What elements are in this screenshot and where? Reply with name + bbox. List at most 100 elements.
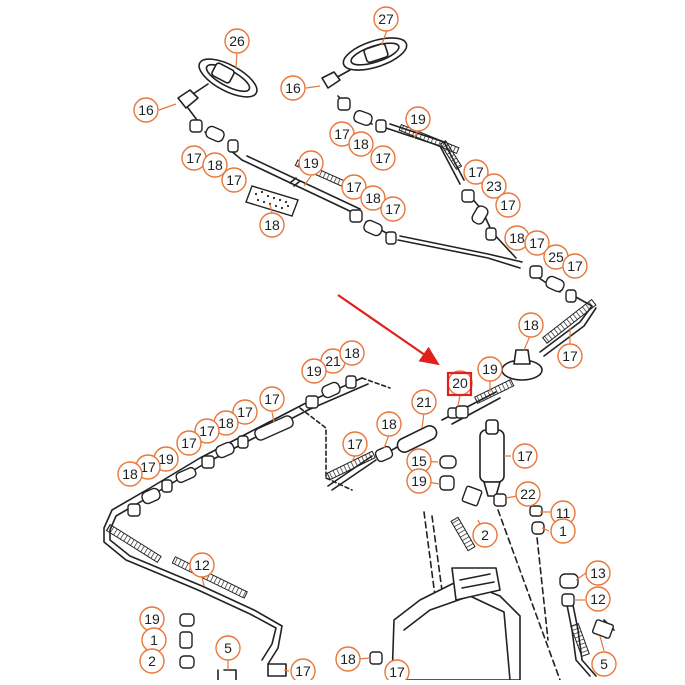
- callout-circle: [405, 106, 431, 132]
- callout-23: 23: [481, 173, 507, 199]
- callout-18: 18: [339, 340, 365, 366]
- callout-label: 19: [303, 155, 319, 171]
- callout-label: 17: [186, 150, 202, 166]
- callout-17: 17: [342, 431, 368, 457]
- callout-17: 17: [562, 253, 588, 279]
- callout-18: 18: [518, 312, 544, 338]
- callout-18: 18: [376, 411, 402, 437]
- callout-label: 17: [529, 235, 545, 251]
- callout-circle: [411, 389, 437, 415]
- callout-label: 23: [486, 178, 502, 194]
- callout-label: 2: [481, 527, 489, 543]
- callout-label: 19: [306, 363, 322, 379]
- callout-label: 17: [334, 126, 350, 142]
- callout-16: 16: [280, 75, 306, 101]
- callout-circle: [562, 253, 588, 279]
- callout-label: 17: [346, 179, 362, 195]
- callout-circle: [341, 174, 367, 200]
- callout-17: 17: [194, 418, 220, 444]
- callout-label: 22: [520, 486, 536, 502]
- washer-pump: [479, 419, 505, 497]
- callout-label: 17: [468, 164, 484, 180]
- callout-circle: [348, 131, 374, 157]
- callout-label: 1: [559, 523, 567, 539]
- callout-circle: [518, 312, 544, 338]
- washer-reservoir: [391, 567, 521, 681]
- callout-17: 17: [384, 659, 410, 685]
- callout-18: 18: [360, 185, 386, 211]
- callout-5: 5: [591, 651, 617, 677]
- callout-label: 19: [158, 451, 174, 467]
- callout-20: 20: [447, 370, 473, 396]
- callout-label: 17: [385, 201, 401, 217]
- callout-label: 18: [344, 345, 360, 361]
- callout-circle: [335, 646, 361, 672]
- callout-circle: [259, 386, 285, 412]
- callout-circle: [585, 560, 611, 586]
- callout-17: 17: [380, 196, 406, 222]
- callout-circle: [232, 399, 258, 425]
- callout-2: 2: [472, 522, 498, 548]
- callout-27: 27: [373, 6, 399, 32]
- callout-circle: [406, 468, 432, 494]
- callout-17: 17: [176, 430, 202, 456]
- callout-circle: [380, 196, 406, 222]
- washer-nozzle-right: [331, 37, 408, 81]
- highlight-box: [446, 371, 473, 397]
- callout-label: 17: [517, 448, 533, 464]
- callout-label: 18: [207, 157, 223, 173]
- callout-label: 21: [416, 394, 432, 410]
- callout-1: 1: [550, 518, 576, 544]
- callout-label: 12: [590, 591, 606, 607]
- callout-1: 1: [141, 627, 167, 653]
- callout-label: 19: [410, 111, 426, 127]
- callout-circle: [495, 192, 521, 218]
- callout-16: 16: [133, 97, 159, 123]
- callout-circle: [194, 418, 220, 444]
- callout-circle: [301, 358, 327, 384]
- callout-5: 5: [215, 635, 241, 661]
- leader-lines: [158, 29, 605, 672]
- clamps-and-sleeves: [127, 97, 614, 669]
- callout-label: 17: [237, 404, 253, 420]
- callout-17: 17: [221, 167, 247, 193]
- callout-label: 11: [556, 505, 571, 521]
- callout-label: 17: [140, 459, 156, 475]
- callout-circle: [342, 431, 368, 457]
- callout-circle: [280, 75, 306, 101]
- callout-label: 17: [347, 436, 363, 452]
- callout-label: 21: [325, 353, 341, 369]
- callout-label: 18: [264, 217, 280, 233]
- callout-26: 26: [224, 28, 250, 54]
- callout-18: 18: [117, 461, 143, 487]
- callout-circle: [259, 212, 285, 238]
- callout-circle: [591, 651, 617, 677]
- callout-17: 17: [259, 386, 285, 412]
- callout-label: 18: [122, 466, 138, 482]
- callout-19: 19: [406, 468, 432, 494]
- callout-label: 17: [264, 391, 280, 407]
- callout-label: 18: [381, 416, 397, 432]
- callout-18: 18: [335, 646, 361, 672]
- washer-nozzle-left: [189, 58, 258, 98]
- callout-circle: [550, 518, 576, 544]
- callout-circle: [298, 150, 324, 176]
- callout-circle: [176, 430, 202, 456]
- callout-circle: [472, 522, 498, 548]
- check-valve: [501, 349, 543, 381]
- callout-circle: [224, 28, 250, 54]
- callout-17: 17: [495, 192, 521, 218]
- callout-circle: [515, 481, 541, 507]
- callout-label: 18: [340, 651, 356, 667]
- callout-label: 1: [150, 632, 158, 648]
- callout-17: 17: [557, 343, 583, 369]
- callout-label: 15: [411, 453, 427, 469]
- callout-17: 17: [370, 145, 396, 171]
- callout-label: 18: [353, 136, 369, 152]
- callout-18: 18: [213, 410, 239, 436]
- callout-label: 27: [378, 11, 394, 27]
- callout-label: 20: [452, 375, 468, 391]
- callout-circle: [477, 356, 503, 382]
- callout-18: 18: [202, 152, 228, 178]
